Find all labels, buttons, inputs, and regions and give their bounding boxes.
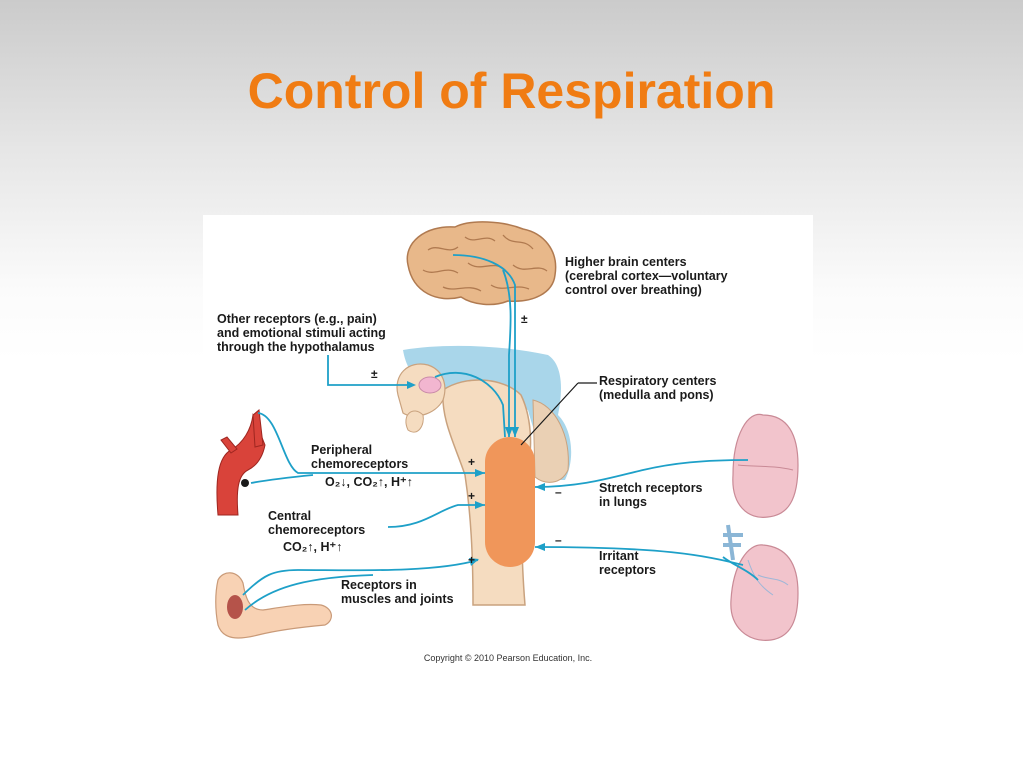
sign-central: + (468, 489, 476, 503)
hypothalamus (418, 376, 442, 394)
label-central-stimuli: CO₂↑, H⁺↑ (283, 540, 343, 554)
nerve-pathways (242, 254, 759, 611)
label-higher-brain-centers: Higher brain centers (cerebral cortex—vo… (565, 255, 728, 297)
label-irritant-receptors: Irritant receptors (599, 549, 656, 577)
ventricle-region (403, 345, 572, 480)
sign-peripheral: + (468, 455, 476, 469)
sign-hypothalamus: ± (371, 367, 378, 381)
lung-lower (730, 544, 799, 641)
respiration-control-diagram: Higher brain centers (cerebral cortex—vo… (203, 215, 813, 670)
respiratory-centers (485, 437, 535, 567)
arm (215, 572, 332, 639)
diagram-artwork (215, 221, 799, 641)
sign-higher-brain: ± (521, 312, 528, 326)
label-peripheral-stimuli: O₂↓, CO₂↑, H⁺↑ (325, 475, 413, 489)
aortic-arch (216, 413, 266, 516)
label-respiratory-centers: Respiratory centers (medulla and pons) (599, 374, 717, 402)
cerebellum (532, 399, 569, 483)
label-other-receptors: Other receptors (e.g., pain) and emotion… (217, 312, 386, 354)
label-peripheral-chemoreceptors: Peripheral chemoreceptors (311, 443, 409, 471)
label-muscle-receptors: Receptors in muscles and joints (341, 578, 454, 606)
sign-irritant: – (555, 533, 562, 547)
copyright-notice: Copyright © 2010 Pearson Education, Inc. (423, 653, 593, 663)
sign-muscles: + (468, 553, 476, 567)
label-central-chemoreceptors: Central chemoreceptors (268, 509, 366, 537)
label-stretch-receptors: Stretch receptors in lungs (599, 481, 703, 509)
lung-upper (732, 413, 799, 518)
sign-stretch: – (555, 485, 562, 499)
brain (406, 221, 557, 306)
slide-title: Control of Respiration (247, 63, 776, 119)
